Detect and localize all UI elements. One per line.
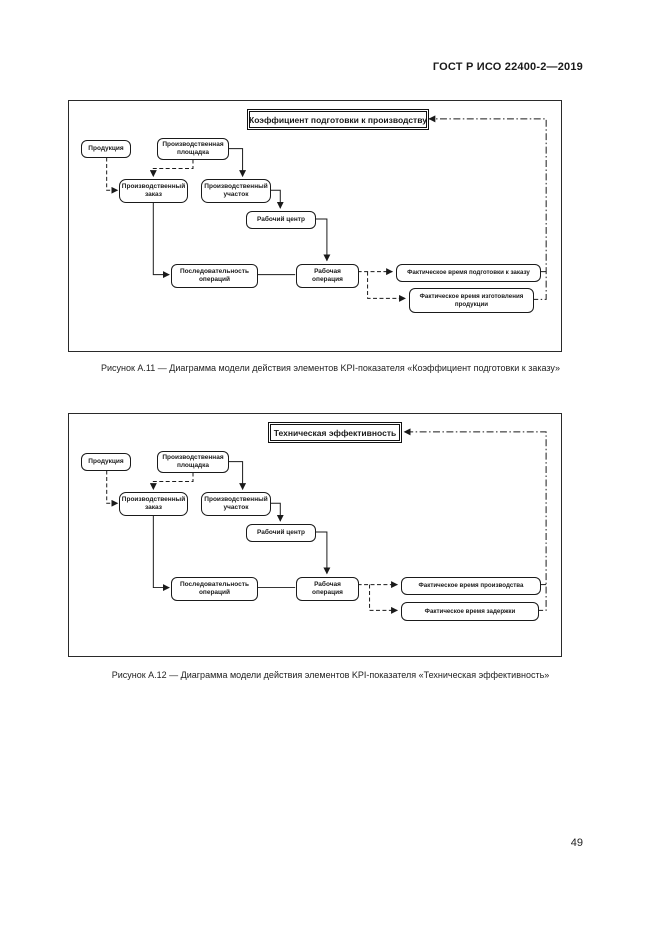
node-label: Фактическое время задержки bbox=[424, 607, 516, 615]
connector-lines bbox=[106, 428, 547, 614]
node-label: Производственный заказ bbox=[121, 496, 186, 511]
node-production-site: Производственная площадка bbox=[157, 451, 229, 473]
kpi-title-box: Коэффициент подготовки к производству bbox=[247, 109, 429, 130]
node-result-1: Фактическое время подготовки к заказу bbox=[396, 264, 541, 282]
node-label: Фактическое время производства bbox=[418, 582, 524, 590]
node-label: Производственная площадка bbox=[162, 141, 224, 156]
figure-caption-a11: Рисунок А.11 — Диаграмма модели действия… bbox=[100, 363, 561, 373]
node-label: Фактическое время изготовления продукции bbox=[419, 293, 524, 308]
node-work-operation: Рабочая операция bbox=[296, 577, 359, 601]
node-label: Рабочий центр bbox=[257, 529, 305, 537]
node-label: Последовательность операций bbox=[180, 268, 249, 283]
node-work-center: Рабочий центр bbox=[246, 524, 316, 542]
node-product: Продукция bbox=[81, 140, 131, 158]
node-work-unit: Производственный участок bbox=[201, 179, 271, 203]
kpi-title-box: Техническая эффективность bbox=[268, 422, 402, 443]
node-work-operation: Рабочая операция bbox=[296, 264, 359, 288]
node-product: Продукция bbox=[81, 453, 131, 471]
node-label: Производственный заказ bbox=[121, 183, 186, 198]
node-result-2: Фактическое время изготовления продукции bbox=[409, 288, 534, 313]
node-production-order: Производственный заказ bbox=[119, 492, 188, 516]
node-production-site: Производственная площадка bbox=[157, 138, 229, 160]
page-number: 49 bbox=[570, 837, 583, 849]
kpi-title-label: Коэффициент подготовки к производству bbox=[249, 114, 427, 125]
node-result-1: Фактическое время производства bbox=[401, 577, 541, 595]
node-label: Производственный участок bbox=[204, 183, 268, 198]
figure-caption-a12: Рисунок А.12 — Диаграмма модели действия… bbox=[111, 670, 550, 680]
node-label: Продукция bbox=[88, 145, 124, 153]
kpi-title-label: Техническая эффективность bbox=[273, 427, 397, 438]
node-label: Рабочий центр bbox=[257, 216, 305, 224]
node-operation-sequence: Последовательность операций bbox=[171, 264, 258, 288]
node-label: Производственный участок bbox=[204, 496, 268, 511]
node-label: Производственная площадка bbox=[162, 454, 224, 469]
node-label: Последовательность операций bbox=[180, 581, 249, 596]
node-production-order: Производственный заказ bbox=[119, 179, 188, 203]
figure-a11: Коэффициент подготовки к производству Пр… bbox=[68, 100, 562, 352]
node-work-center: Рабочий центр bbox=[246, 211, 316, 229]
node-label: Фактическое время подготовки к заказу bbox=[407, 269, 530, 277]
connector-lines bbox=[106, 115, 547, 302]
node-work-unit: Производственный участок bbox=[201, 492, 271, 516]
node-label: Продукция bbox=[88, 458, 124, 466]
node-label: Рабочая операция bbox=[312, 581, 343, 596]
page-header: ГОСТ Р ИСО 22400-2—2019 bbox=[432, 61, 583, 73]
node-operation-sequence: Последовательность операций bbox=[171, 577, 258, 601]
node-label: Рабочая операция bbox=[312, 268, 343, 283]
node-result-2: Фактическое время задержки bbox=[401, 602, 539, 621]
figure-a12: Техническая эффективность Продукция Прои… bbox=[68, 413, 562, 657]
